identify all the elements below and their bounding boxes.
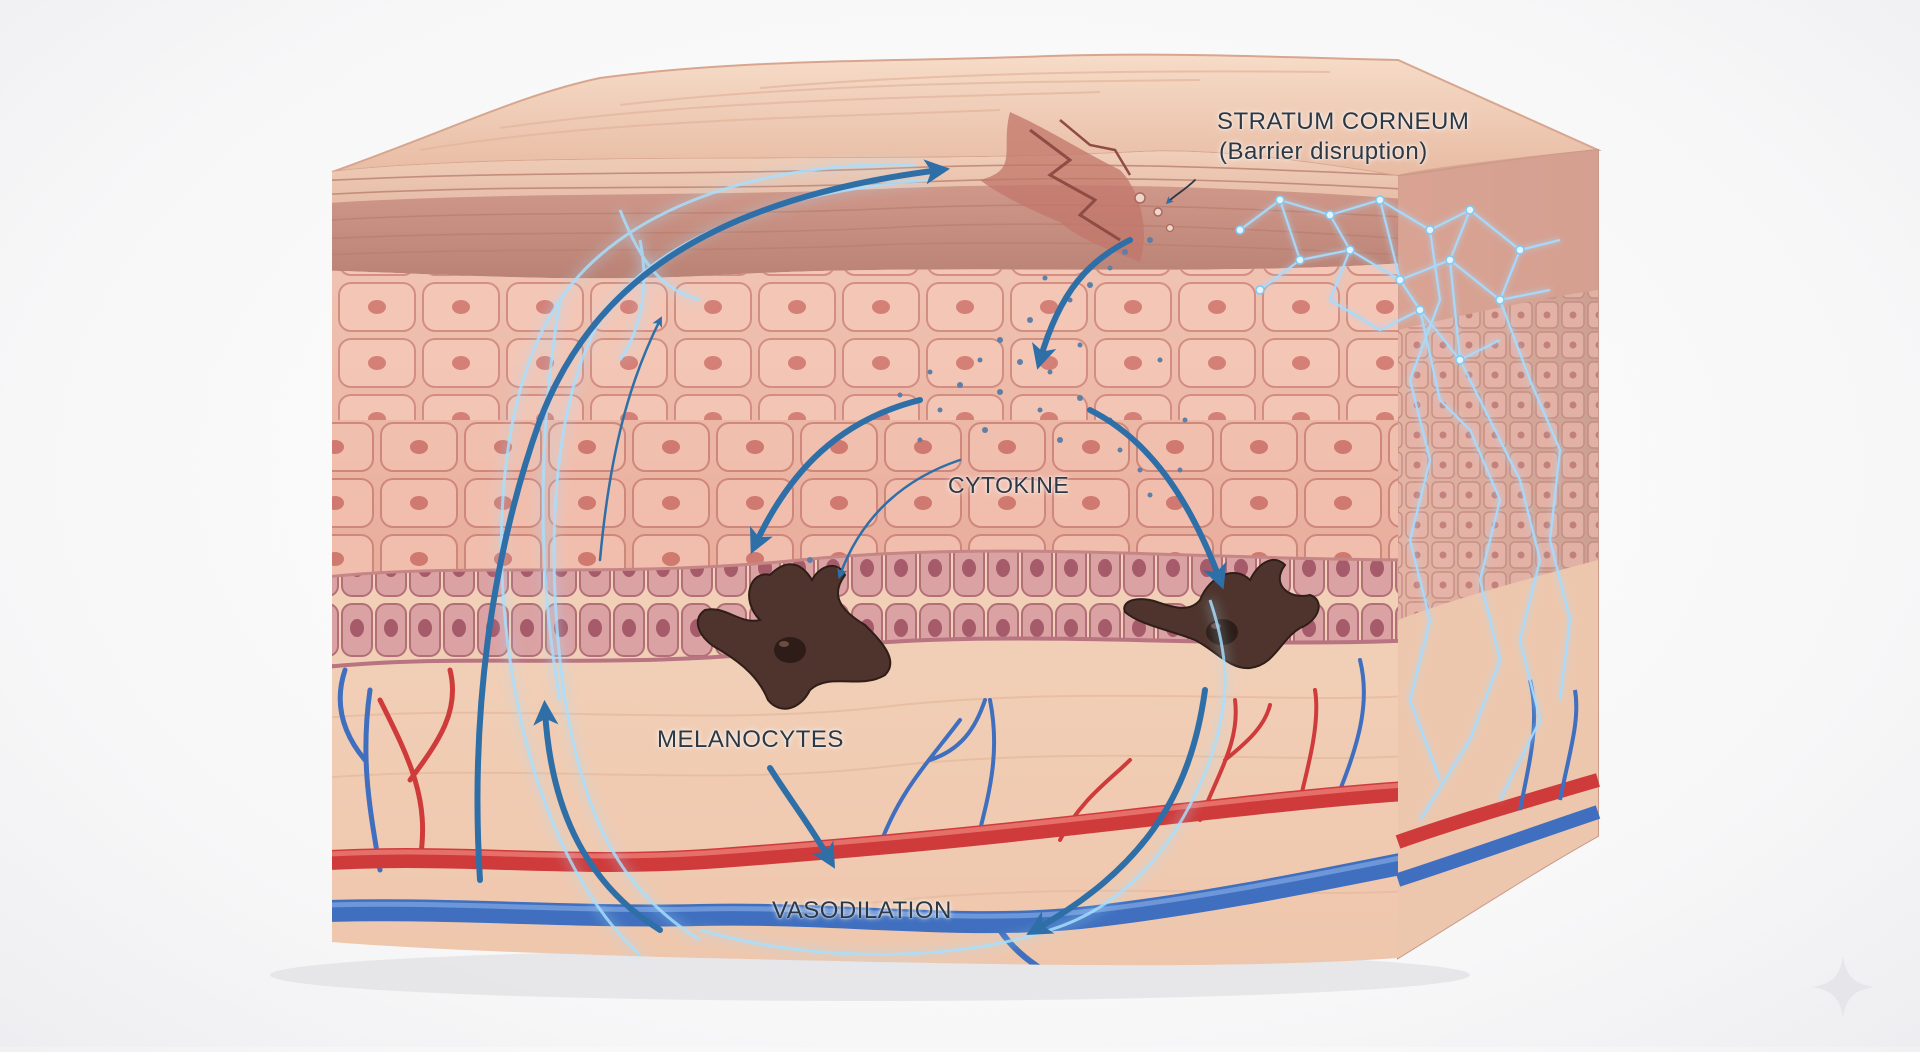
- arrow-barrier-to-cytokine: [1032, 237, 1133, 370]
- nerve-nodes: [1235, 195, 1525, 365]
- arrow-cytokine-to-right-melanocyte: [1087, 407, 1227, 590]
- cycle-arrows: [474, 159, 1227, 936]
- vein-side: [1395, 805, 1601, 887]
- side-stratum: [1398, 150, 1598, 330]
- skin-front-face: [332, 151, 1398, 966]
- label-pointer: [1165, 179, 1196, 205]
- barrier-disruption-label: (Barrier disruption): [1219, 138, 1428, 165]
- arrow-inner-left: [837, 458, 962, 579]
- cytokine-particles: [777, 237, 1188, 613]
- artery-side: [1395, 773, 1600, 849]
- arrow-melanocytes-to-vasodilation: [767, 765, 836, 869]
- artery-vessel: [332, 780, 1398, 872]
- melanocytes-label: MELANOCYTES: [657, 726, 844, 753]
- arrow-right-to-vasodilation: [1026, 687, 1208, 936]
- arrow-loop-back-up: [533, 699, 663, 933]
- stratum-corneum-label: STRATUM CORNEUM: [1217, 108, 1470, 135]
- side-epidermis: [1398, 290, 1598, 620]
- arrow-cytokine-to-left-melanocyte: [749, 397, 923, 555]
- melanocyte-right: [1123, 559, 1320, 670]
- arrow-up-to-barrier: [474, 159, 951, 883]
- vasodilation-label: VASODILATION: [772, 897, 952, 924]
- barrier-disruption-crack: [980, 112, 1175, 262]
- capillaries: [337, 658, 1366, 873]
- sparkle-icon: [1812, 956, 1874, 1018]
- cytokine-label: CYTOKINE: [948, 472, 1070, 498]
- arrow-inner-up: [598, 316, 662, 562]
- surface-texture: [419, 70, 1331, 151]
- vein-vessel: [332, 849, 1398, 934]
- melanocyte-left: [696, 563, 892, 710]
